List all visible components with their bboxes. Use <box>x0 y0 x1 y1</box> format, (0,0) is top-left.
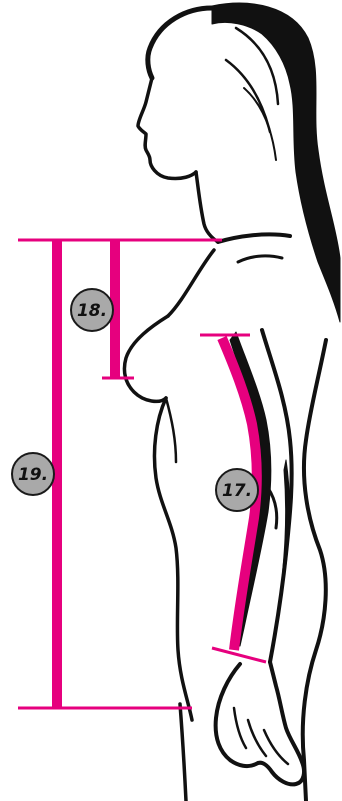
bust-outline <box>124 316 168 401</box>
hand-finger <box>248 720 266 756</box>
hair-front-outline <box>148 8 212 78</box>
badge-19: 19. <box>12 453 54 495</box>
hand-finger <box>234 708 246 748</box>
back-outline <box>303 340 326 801</box>
figure-silhouette <box>124 3 340 801</box>
hair-strand <box>244 88 276 160</box>
hand-finger <box>264 730 288 764</box>
badge-18-label: 18. <box>77 301 107 321</box>
face-profile <box>138 78 196 179</box>
hair-shape <box>212 3 340 322</box>
badge-19-label: 19. <box>18 465 48 485</box>
badge-18: 18. <box>71 289 113 331</box>
waist-outline <box>154 398 192 720</box>
shoulder-fold <box>238 256 282 262</box>
badge-17-label: 17. <box>222 481 252 501</box>
thigh-outline <box>180 704 186 801</box>
badge-17: 17. <box>216 469 258 511</box>
neck-outline <box>196 172 218 242</box>
shoulder-outline <box>218 234 290 242</box>
chest-outline <box>168 250 214 316</box>
hair-strand <box>226 60 270 132</box>
belly-contour <box>166 398 176 462</box>
hand-outline <box>216 662 304 784</box>
